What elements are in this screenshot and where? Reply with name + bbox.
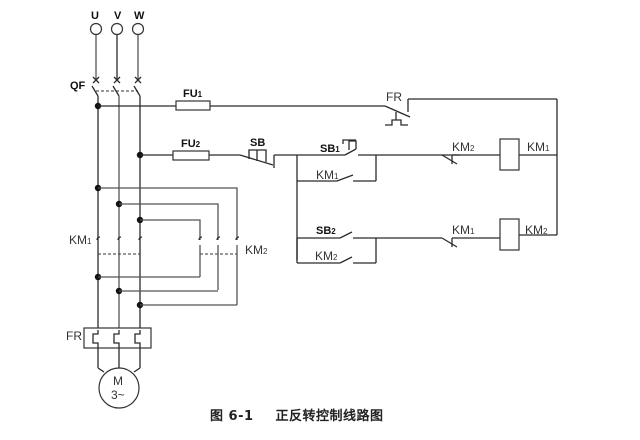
km2-coil-label: KM2 (525, 223, 548, 237)
thermal-relay-fr (83, 327, 152, 349)
sb1-label: SB1 (320, 143, 340, 155)
breaker-qf (91, 76, 142, 97)
km2-main-contacts (198, 236, 240, 305)
km2-main-label: KM2 (245, 243, 268, 257)
fu2-label: FU2 (181, 138, 201, 150)
km2-interlock-label: KM2 (452, 140, 475, 154)
km2-holding-label: KM2 (315, 249, 338, 263)
km1-nc-interlock (441, 237, 458, 248)
sb2-label: SB2 (316, 225, 336, 237)
km1-coil-label: KM1 (527, 140, 550, 154)
km2-nc-interlock (441, 154, 458, 165)
phase-label-w: W (134, 10, 145, 22)
sb-stop-label: SB (250, 137, 265, 149)
motor-phase-label: 3~ (111, 388, 125, 402)
km2-coil (499, 218, 520, 251)
km1-main-label: KM1 (69, 233, 92, 247)
km1-main-contacts (96, 236, 143, 255)
motor-m (98, 367, 140, 409)
terminal-w (131, 22, 145, 36)
qf-label: QF (70, 80, 86, 92)
fr-nc-contact (384, 105, 411, 126)
terminal-v (110, 22, 124, 36)
km1-coil (499, 138, 520, 171)
terminal-u (89, 22, 103, 36)
fr-label-bottom: FR (66, 329, 82, 343)
phase-label-v: V (114, 10, 122, 22)
km1-interlock-label: KM1 (452, 223, 475, 237)
motor-label: M (113, 374, 123, 388)
fuse-fu1 (175, 100, 211, 111)
stop-button-sb[interactable] (239, 149, 275, 168)
figure-caption: 图 6-1 正反转控制线路图 (210, 405, 406, 424)
forward-button-sb1[interactable] (342, 139, 357, 156)
figure-title: 正反转控制线路图 (275, 409, 384, 424)
fr-label-top: FR (386, 90, 402, 104)
km1-holding-label: KM1 (316, 168, 339, 182)
fuse-fu2 (172, 150, 210, 161)
figure-number: 图 6-1 (210, 409, 254, 424)
phase-label-u: U (91, 10, 99, 22)
fu1-label: FU1 (183, 88, 203, 100)
